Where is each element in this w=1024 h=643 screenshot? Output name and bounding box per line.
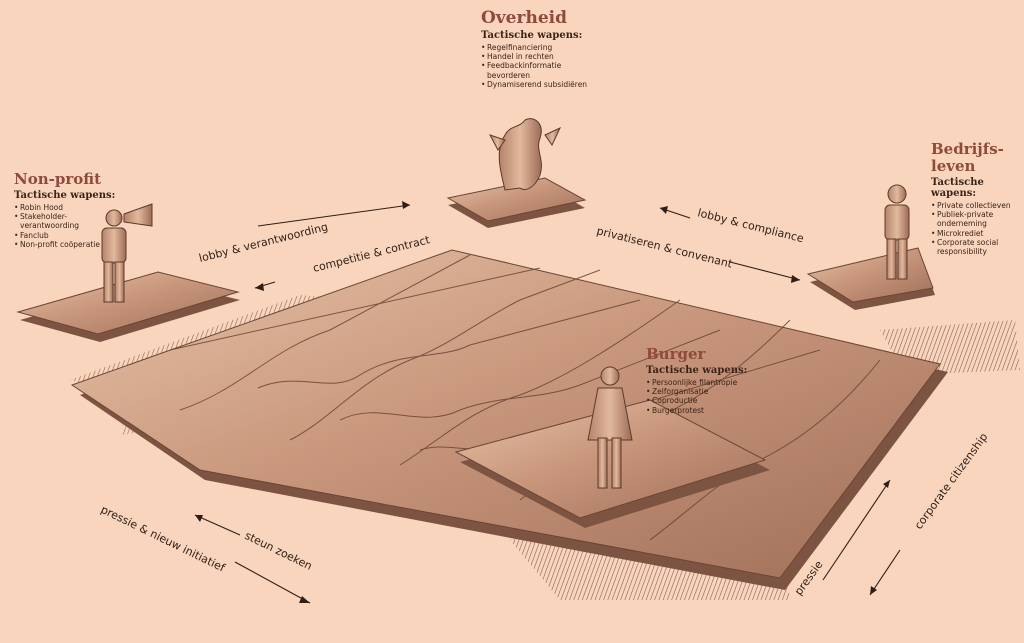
businessman-icon <box>884 184 910 280</box>
bedrijf-piece <box>806 247 935 310</box>
burger-block: Burger Tactische wapens: Persoonlijke fi… <box>646 345 756 415</box>
burger-list: Persoonlijke filantropie Zelforganisatie… <box>646 378 756 415</box>
lion-icon <box>488 118 562 191</box>
woman-icon <box>587 366 633 489</box>
list-item: Robin Hood <box>14 203 124 212</box>
overheid-block: Overheid Tactische wapens: Regelfinancie… <box>481 8 591 89</box>
list-item: Non-profit coöperatie <box>14 240 124 249</box>
list-item: Publiek-private onderneming <box>931 210 1023 228</box>
bedrijfsleven-list: Private collectieven Publiek-private ond… <box>931 201 1023 256</box>
list-item: Coproductie <box>646 396 756 405</box>
label-corporate-citizenship: corporate citizenship <box>912 431 990 532</box>
overheid-list: Regelfinanciering Handel in rechten Feed… <box>481 43 591 89</box>
list-item: Zelforganisatie <box>646 387 756 396</box>
nonprofit-list: Robin Hood Stakeholder-verantwoording Fa… <box>14 203 124 249</box>
nonprofit-subtitle: Tactische wapens: <box>14 190 116 201</box>
list-item: Private collectieven <box>931 201 1023 210</box>
nonprofit-title: Non-profit <box>14 170 102 188</box>
list-item: Fanclub <box>14 231 124 240</box>
list-item: Dynamiserend subsidiëren <box>481 80 591 89</box>
bedrijfsleven-subtitle: Tactische wapens: <box>931 177 984 199</box>
label-lobby-compliance: lobby & compliance <box>696 206 805 245</box>
overheid-subtitle: Tactische wapens: <box>481 30 583 41</box>
list-item: Corporate social responsibility <box>931 238 1023 256</box>
label-lobby-verantwoording: lobby & verantwoording <box>198 220 330 265</box>
list-item: Burgerprotest <box>646 406 756 415</box>
relation-arrows <box>194 201 901 604</box>
burger-title: Burger <box>646 345 706 363</box>
label-privatiseren-convenant: privatiseren & convenant <box>595 224 734 270</box>
bedrijfsleven-block: Bedrijfs-leven Tactische wapens: Private… <box>931 141 1023 257</box>
list-item: Stakeholder-verantwoording <box>14 212 124 230</box>
list-item: Feedbackinformatie bevorderen <box>481 61 591 79</box>
list-item: Handel in rechten <box>481 52 591 61</box>
burger-subtitle: Tactische wapens: <box>646 365 748 376</box>
nonprofit-block: Non-profit Tactische wapens: Robin Hood … <box>14 170 124 249</box>
bedrijfsleven-title: Bedrijfs-leven <box>931 141 1023 175</box>
label-pressie-initiatief: pressie & nieuw initiatief <box>99 503 228 575</box>
list-item: Microkrediet <box>931 229 1023 238</box>
list-item: Regelfinanciering <box>481 43 591 52</box>
overheid-title: Overheid <box>481 8 567 28</box>
bedrijfsleven-title-line2: leven <box>931 157 976 175</box>
label-steun-zoeken: steun zoeken <box>243 529 315 573</box>
list-item: Persoonlijke filantropie <box>646 378 756 387</box>
bedrijfsleven-title-line1: Bedrijfs- <box>931 140 1004 158</box>
